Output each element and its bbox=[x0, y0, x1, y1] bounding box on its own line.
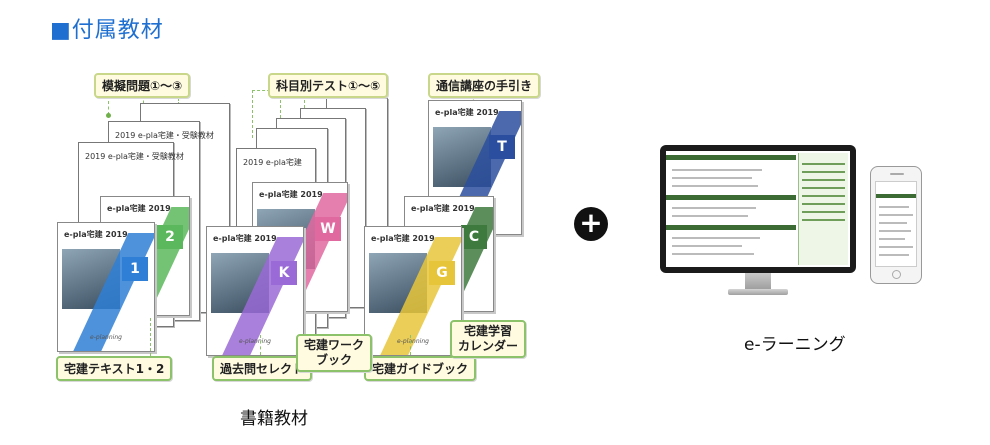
plus-icon: + bbox=[574, 207, 608, 241]
connector-dot bbox=[106, 113, 111, 118]
screen-text-line bbox=[672, 215, 748, 217]
sidebar-row bbox=[802, 187, 845, 189]
screen-section-bar bbox=[666, 195, 796, 200]
screen-sidebar bbox=[798, 153, 848, 265]
cover-letter: T bbox=[489, 135, 515, 159]
caption-books: 書籍教材 bbox=[240, 409, 308, 429]
sidebar-row bbox=[802, 179, 845, 181]
phone-text-line bbox=[879, 214, 913, 216]
monitor-screen bbox=[666, 151, 850, 267]
screen-text-line bbox=[672, 177, 752, 179]
cover-letter: W bbox=[315, 217, 341, 241]
phone-header-bar bbox=[876, 194, 916, 198]
book-brand: e-pla宅建 2019 bbox=[411, 204, 475, 213]
past-questions-book: e-pla宅建 2019 K e-planning bbox=[206, 226, 304, 356]
desktop-monitor-illustration bbox=[660, 145, 856, 273]
monitor-base bbox=[728, 289, 788, 295]
sidebar-row bbox=[802, 211, 845, 213]
phone-text-line bbox=[879, 222, 907, 224]
phone-home-button bbox=[892, 270, 901, 279]
cover-letter: 2 bbox=[157, 225, 183, 249]
connector-line bbox=[252, 90, 253, 138]
screen-text-line bbox=[672, 185, 758, 187]
connector-line bbox=[304, 90, 305, 118]
screen-text-line bbox=[672, 237, 760, 239]
phone-text-line bbox=[879, 238, 905, 240]
book-brand: e-pla宅建 2019 bbox=[371, 234, 435, 243]
screen-section-bar bbox=[666, 225, 796, 230]
label-textbook: 宅建テキスト1・2 bbox=[56, 356, 173, 381]
cover-letter: 1 bbox=[122, 257, 148, 281]
sidebar-row bbox=[802, 171, 845, 173]
smartphone-illustration bbox=[870, 166, 922, 284]
connector-line bbox=[280, 90, 281, 128]
label-workbook-line1: 宅建ワーク bbox=[304, 338, 365, 352]
screen-text-line bbox=[672, 245, 742, 247]
connector-line bbox=[260, 335, 261, 355]
screen-text-line bbox=[672, 169, 762, 171]
phone-text-line bbox=[879, 206, 909, 208]
book-publisher: e-planning bbox=[239, 338, 271, 345]
guidebook: e-pla宅建 2019 G e-planning bbox=[364, 226, 462, 356]
monitor-stand bbox=[745, 273, 771, 291]
label-correspondence-guide: 通信講座の手引き bbox=[428, 73, 541, 98]
book-brand: e-pla宅建 2019 bbox=[259, 190, 323, 199]
caption-elearning: e-ラーニング bbox=[744, 335, 846, 355]
book-brand: e-pla宅建 2019 bbox=[435, 108, 499, 117]
book-brand: e-pla宅建 2019 bbox=[213, 234, 277, 243]
screen-text-line bbox=[672, 253, 754, 255]
sidebar-row bbox=[802, 195, 845, 197]
phone-text-line bbox=[879, 254, 909, 256]
label-guidebook: 宅建ガイドブック bbox=[364, 356, 477, 381]
label-calendar-line1: 宅建学習 bbox=[464, 324, 513, 338]
phone-screen bbox=[875, 181, 917, 267]
sidebar-row bbox=[802, 163, 845, 165]
cover-letter: G bbox=[429, 261, 455, 285]
phone-text-line bbox=[879, 230, 911, 232]
connector-line bbox=[150, 318, 151, 356]
screen-header-bar bbox=[666, 155, 796, 160]
sheet-header: 2019 e-pla宅建 bbox=[243, 158, 302, 167]
phone-speaker bbox=[890, 173, 904, 175]
label-calendar: 宅建学習 カレンダー bbox=[450, 320, 527, 358]
book-brand: e-pla宅建 2019 bbox=[64, 230, 128, 239]
sheet-header: 2019 e-pla宅建・受験教材 bbox=[115, 131, 214, 140]
connector-line bbox=[108, 90, 109, 115]
phone-text-line bbox=[879, 246, 913, 248]
textbook-volume-1: e-pla宅建 2019 1 e-planning bbox=[57, 222, 155, 352]
label-workbook-line2: ブック bbox=[316, 353, 353, 367]
cover-letter: C bbox=[461, 225, 487, 249]
connector-line bbox=[410, 335, 411, 355]
label-mock-exams: 模擬問題①〜③ bbox=[94, 73, 191, 98]
label-workbook: 宅建ワーク ブック bbox=[296, 334, 373, 372]
label-subject-tests: 科目別テスト①〜⑤ bbox=[268, 73, 389, 98]
book-publisher: e-planning bbox=[90, 334, 122, 341]
sheet-header: 2019 e-pla宅建・受験教材 bbox=[85, 152, 184, 161]
book-brand: e-pla宅建 2019 bbox=[107, 204, 171, 213]
sidebar-row bbox=[802, 219, 845, 221]
screen-text-line bbox=[672, 207, 756, 209]
section-title: ■付属教材 bbox=[50, 18, 164, 43]
cover-letter: K bbox=[271, 261, 297, 285]
label-calendar-line2: カレンダー bbox=[458, 339, 519, 353]
book-publisher: e-planning bbox=[397, 338, 429, 345]
sidebar-row bbox=[802, 203, 845, 205]
